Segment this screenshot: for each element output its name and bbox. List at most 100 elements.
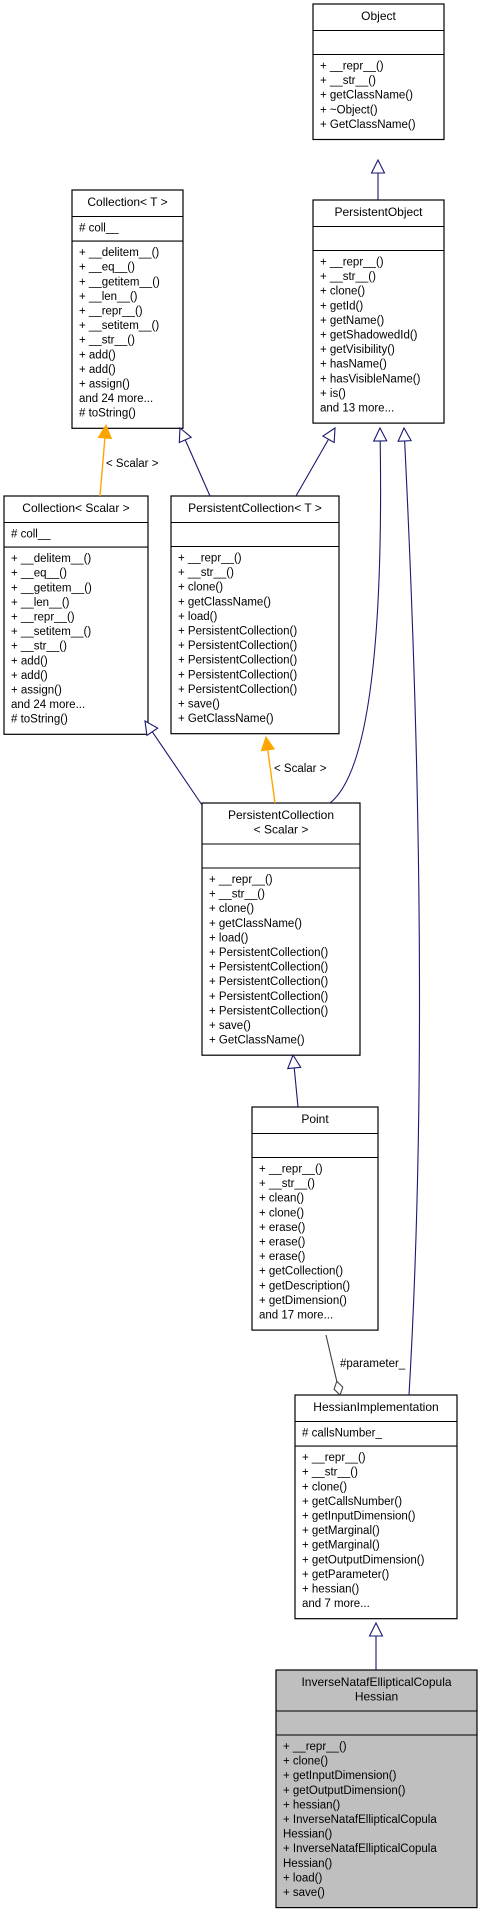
class-box [294,1394,458,1620]
class-operation: + PersistentCollection() [209,976,328,988]
class-operation: + getOutputDimension() [283,1785,406,1797]
class-operation: and 17 more... [259,1310,333,1322]
class-operation: + InverseNatafEllipticalCopula [283,1814,437,1826]
class-node-collection-t[interactable]: Collection< T ># coll__+ __delitem__()+ … [71,189,184,429]
class-node-persistent-object[interactable]: PersistentObject+ __repr__()+ __str__()+… [312,199,445,424]
class-name: InverseNatafEllipticalCopula [301,1675,451,1689]
edge-line [99,437,106,497]
class-operation: + clone() [302,1481,347,1493]
class-operation: + load() [178,611,217,623]
class-node-hessian-implementation[interactable]: HessianImplementation# callsNumber_+ __r… [294,1394,458,1620]
class-operation: + getInputDimension() [302,1511,416,1523]
inheritance-arrowhead [286,1053,302,1070]
class-operation: + __len__() [11,597,70,609]
edge-inheritance [178,426,211,497]
class-operation: + PersistentCollection() [178,684,297,696]
edge-inheritance [144,719,203,806]
class-operation: + __str__() [320,271,376,283]
class-name: PersistentCollection< T > [188,501,322,515]
inheritance-arrowhead [368,1621,384,1637]
edge-line [295,439,330,497]
class-operation: + getCallsNumber() [302,1496,402,1508]
class-operation: + load() [209,932,248,944]
class-operation: + add() [11,655,48,667]
class-operation: + PersistentCollection() [178,655,297,667]
class-operation: + PersistentCollection() [209,947,328,959]
edge-line [329,440,382,804]
class-operation: + hessian() [283,1799,340,1811]
class-operation: + __str__() [302,1467,358,1479]
class-box [251,1106,379,1331]
class-operation: + clone() [320,286,365,298]
class-attribute: # callsNumber_ [302,1428,382,1440]
class-operation: + __repr__() [79,306,143,318]
class-operation: and 24 more... [11,699,85,711]
edge-line [151,731,203,806]
edge-inheritance [295,426,336,497]
class-operation: + __eq__() [79,262,135,274]
class-operation: + assign() [11,685,62,697]
inheritance-arrowhead [144,719,159,737]
class-node-object[interactable]: Object+ __repr__()+ __str__()+ getClassN… [312,3,445,141]
class-operation: Hessian() [283,1829,332,1841]
class-operation: + assign() [79,379,130,391]
class-operation: + PersistentCollection() [178,669,297,681]
class-operation: + __delitem__() [11,553,91,565]
class-node-point[interactable]: Point+ __repr__()+ __str__()+ clean()+ c… [251,1106,379,1331]
class-operation: + add() [11,670,48,682]
class-operation: + save() [283,1887,325,1899]
edge-inheritance [370,158,386,200]
edge-label: < Scalar > [106,458,159,470]
class-operation: + getDescription() [259,1280,350,1292]
class-operation: and 13 more... [320,403,394,415]
class-operation: + clone() [259,1207,304,1219]
class-node-collection-scalar[interactable]: Collection< Scalar ># coll__+ __delitem_… [3,495,149,735]
class-operation: + GetClassName() [209,1035,305,1047]
template-arrowhead [97,423,113,440]
edge-line [293,1067,299,1108]
class-operation: + InverseNatafEllipticalCopula [283,1843,437,1855]
class-operation: + getMarginal() [302,1525,380,1537]
edge-association: #parameter_ [325,1334,406,1396]
edge-inheritance [397,426,421,1396]
class-operation: + clean() [259,1193,304,1205]
class-name: Object [361,9,396,23]
class-operation: + __repr__() [178,553,242,565]
class-box [3,495,149,735]
edge-template: < Scalar > [97,423,159,497]
class-operation: + __str__() [320,75,376,87]
class-operation: + __str__() [79,335,135,347]
class-operation: + hasName() [320,359,387,371]
class-operation: + getName() [320,315,384,327]
class-operation: + clone() [209,903,254,915]
class-node-persistent-collection-scalar[interactable]: PersistentCollection< Scalar >+ __repr__… [201,802,361,1056]
inheritance-arrowhead [178,426,193,444]
class-node-persistent-collection-t[interactable]: PersistentCollection< T > + __repr__() + _… [170,495,340,735]
class-operation: + __str__() [259,1178,315,1190]
class-operation: + hessian() [302,1584,359,1596]
class-operation: # toString() [79,408,136,420]
class-operation: + getMarginal() [302,1540,380,1552]
edge-label: #parameter_ [340,1358,406,1370]
class-operation: + clone() [178,582,223,594]
class-operation: + getVisibility() [320,344,395,356]
class-operation: + save() [209,1020,251,1032]
class-operation: + clone() [283,1756,328,1768]
class-operation: + __str__() [178,567,234,579]
class-operation: + PersistentCollection() [209,962,328,974]
class-operation: + getParameter() [302,1569,389,1581]
class-operation: + add() [79,364,116,376]
class-operation: + getCollection() [259,1266,343,1278]
class-name: Collection< Scalar > [22,501,129,515]
class-operation: + is() [320,388,346,400]
class-operation: + __setitem__() [79,320,159,332]
class-operation: + __eq__() [11,568,67,580]
class-name: PersistentObject [334,205,423,219]
class-operation: + getOutputDimension() [302,1554,425,1566]
class-operation: + load() [283,1872,322,1884]
class-operation: + getClassName() [320,90,413,102]
edge-inheritance [368,1621,384,1670]
class-attribute: # coll__ [79,223,119,235]
